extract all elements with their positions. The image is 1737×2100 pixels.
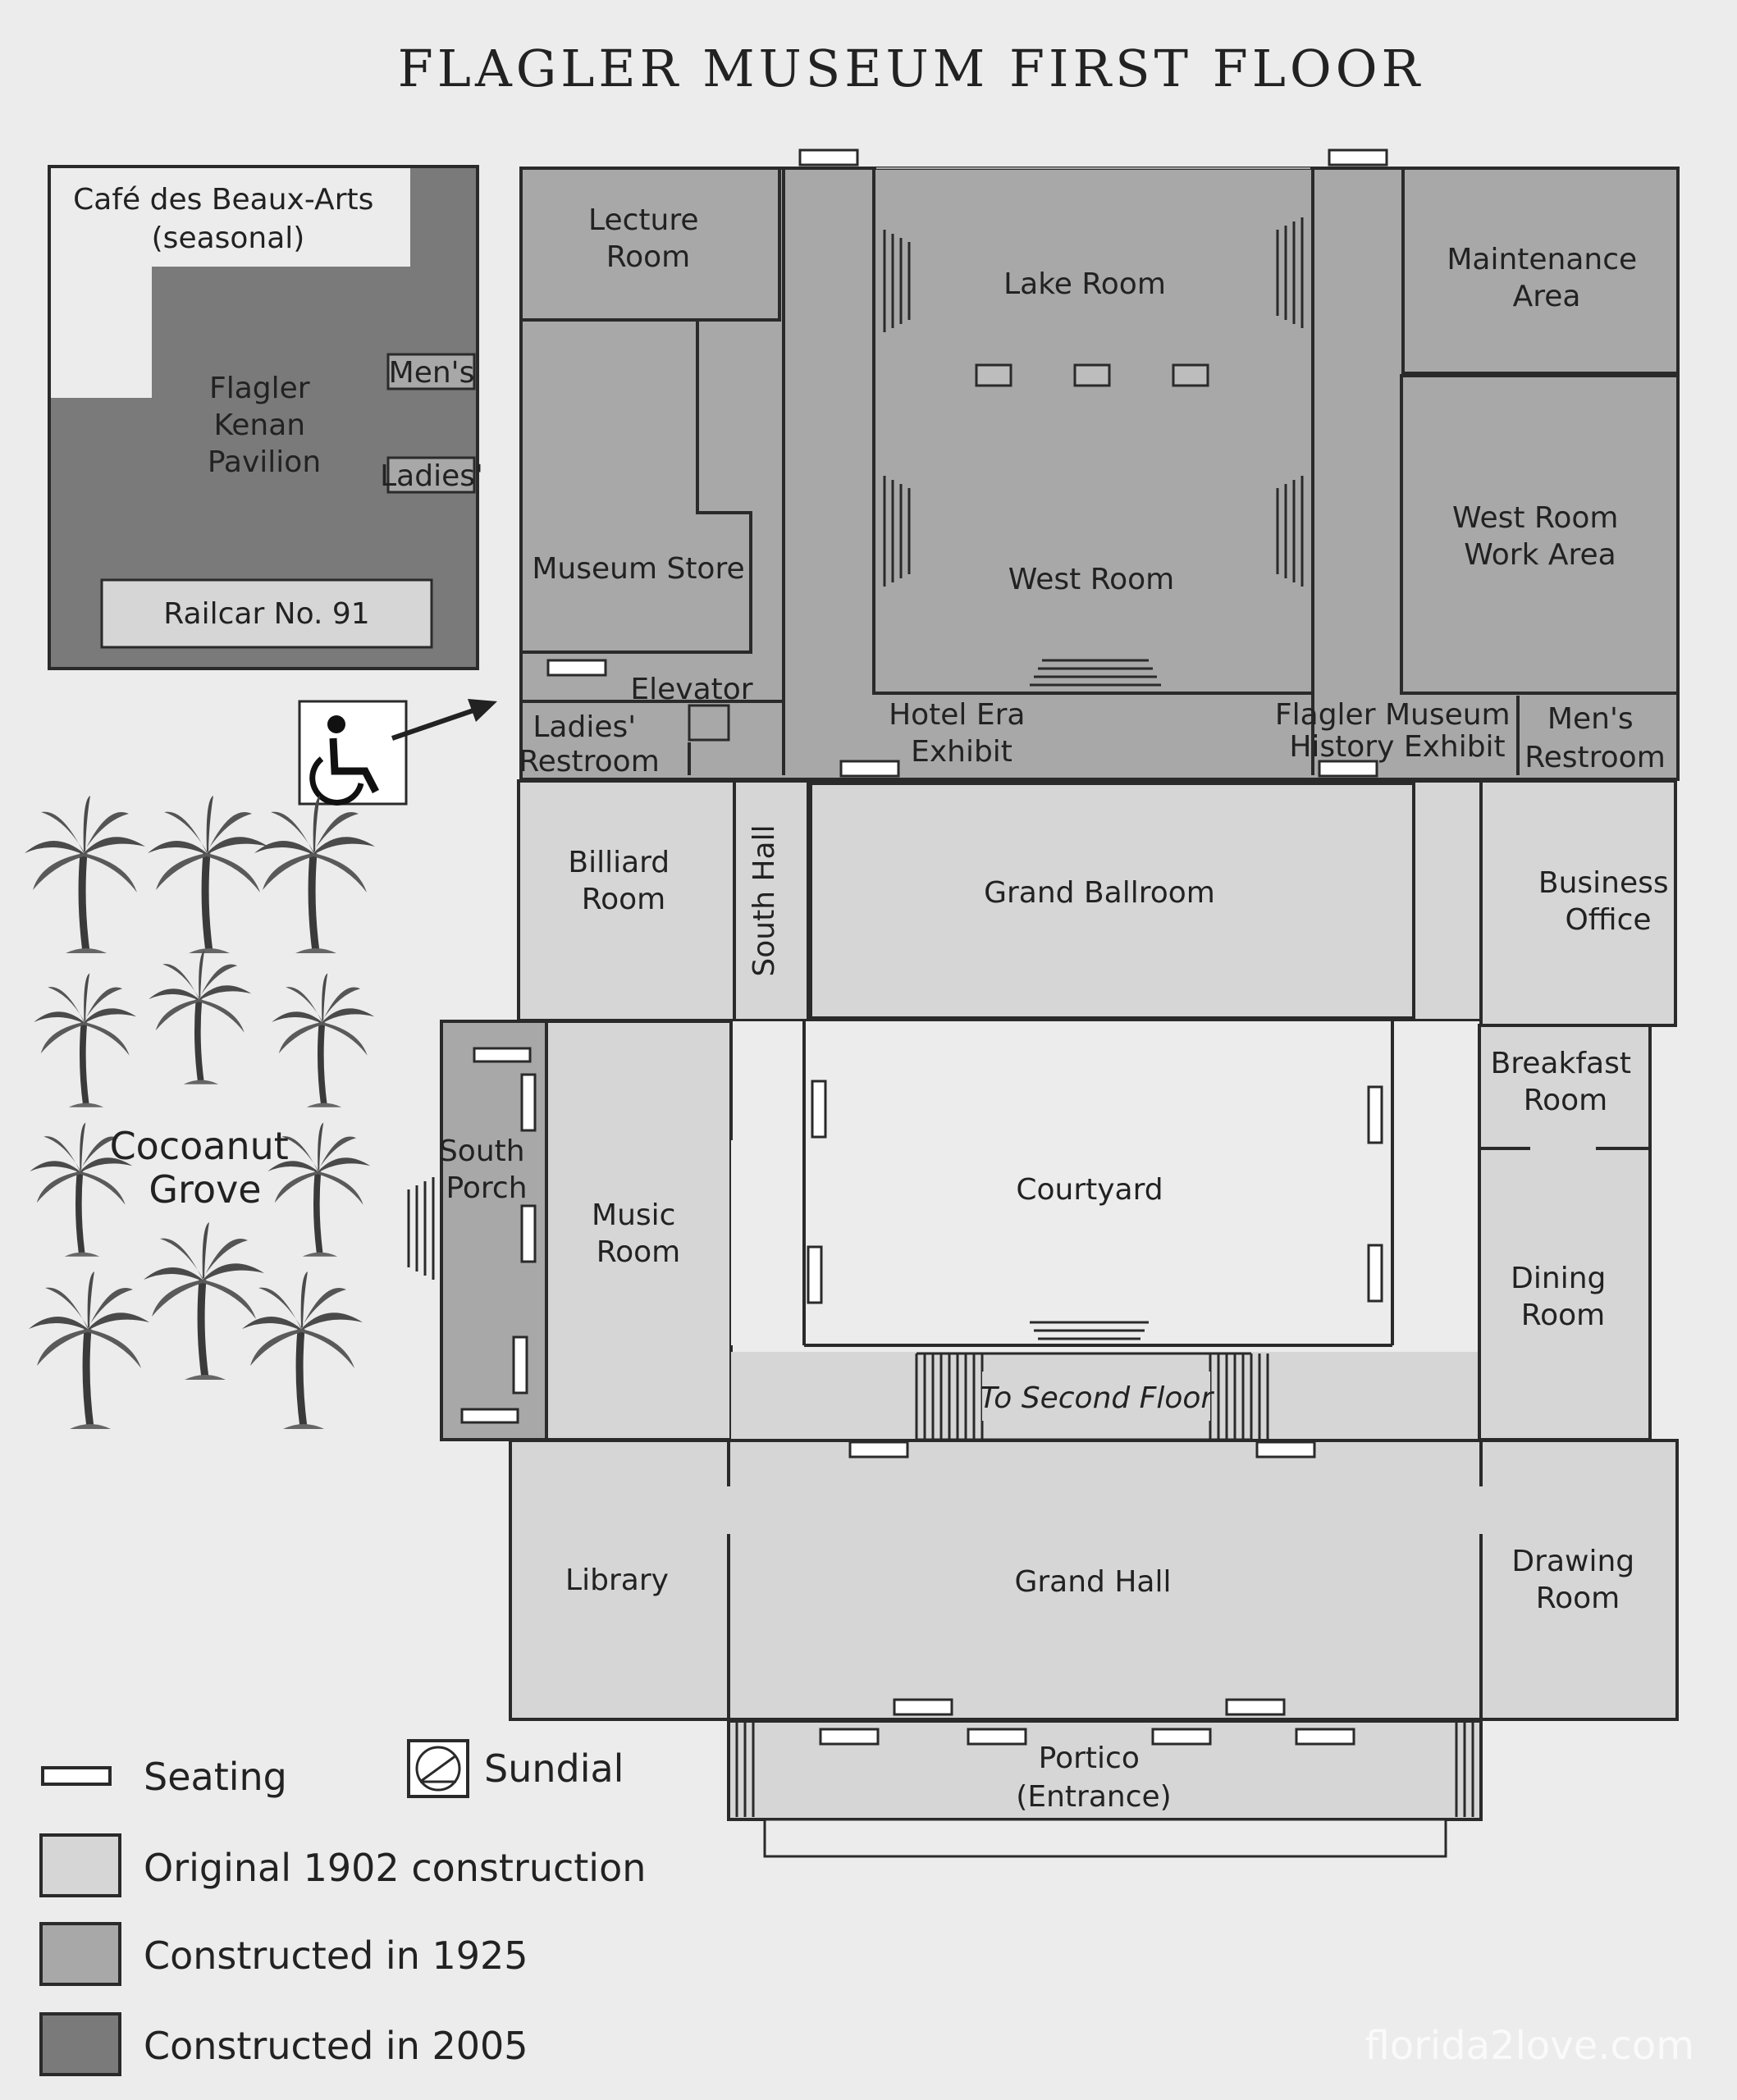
- stairs-to-second-floor-label: To Second Floor: [980, 1381, 1215, 1415]
- legend-1902-label: Original 1902 construction: [144, 1846, 646, 1890]
- palm-tree-icon: [148, 796, 268, 953]
- business-office-label: Business Office: [1538, 866, 1678, 937]
- palm-tree-icon: [29, 1271, 149, 1429]
- drawing-room-label: Drawing Room: [1511, 1545, 1643, 1615]
- dining-room-label: Dining Room: [1511, 1262, 1616, 1332]
- legend-1902-swatch: [39, 1833, 121, 1897]
- legend-2005-swatch: [39, 2012, 121, 2076]
- pavilion-block: Café des Beaux-Arts (seasonal) Flagler K…: [48, 165, 483, 670]
- palm-tree-icon: [242, 1271, 363, 1429]
- legend-1925-label: Constructed in 1925: [144, 1933, 528, 1978]
- railcar: [100, 578, 433, 649]
- elevator: [688, 704, 730, 742]
- legend-sundial-label: Sundial: [484, 1746, 624, 1791]
- legend-seating-label: Seating: [144, 1755, 287, 1799]
- west-room-label: West Room: [1008, 563, 1174, 596]
- courtyard-label: Courtyard: [1016, 1173, 1163, 1207]
- north-wing: Lecture Room Museum Store Lake Room West…: [519, 148, 1680, 781]
- pavilion-ladies-label: Ladies': [380, 459, 483, 493]
- mens-restroom-label: Men's Restroom: [1524, 702, 1666, 774]
- legend-1925-swatch: [39, 1922, 121, 1986]
- palm-tree-icon: [144, 1222, 264, 1380]
- pavilion-mens-label: Men's: [389, 356, 475, 390]
- accessible-entrance: [298, 699, 497, 806]
- legend-2005-label: Constructed in 2005: [144, 2024, 528, 2068]
- museum-store-label: Museum Store: [532, 552, 744, 586]
- lake-room-label: Lake Room: [1003, 267, 1166, 301]
- ladies-restroom-label: Ladies' Restroom: [519, 710, 660, 778]
- hotel-era-exhibit-label: Hotel Era Exhibit: [889, 698, 1035, 769]
- pavilion-ladies-room: [386, 456, 476, 494]
- grand-ballroom-label: Grand Ballroom: [984, 876, 1215, 910]
- lecture-room-label: Lecture Room: [588, 203, 708, 274]
- elevator-label: Elevator: [630, 673, 752, 706]
- portico: Portico (Entrance): [727, 1698, 1483, 1858]
- palm-tree-icon: [149, 951, 251, 1084]
- sundial-icon: [407, 1739, 469, 1798]
- pavilion-label: Flagler Kenan Pavilion: [208, 372, 321, 479]
- palm-tree-icon: [272, 974, 374, 1107]
- grand-hall-label: Grand Hall: [1014, 1565, 1171, 1599]
- breakfast-room-label: Breakfast Room: [1491, 1047, 1641, 1117]
- railcar-label: Railcar No. 91: [163, 597, 369, 631]
- west-room-work-area-label: West Room Work Area: [1452, 501, 1628, 572]
- history-exhibit-label: Flagler Museum History Exhibit: [1275, 698, 1520, 764]
- portico-label: Portico (Entrance): [1016, 1742, 1171, 1814]
- cafe-label: Café des Beaux-Arts (seasonal): [73, 183, 383, 255]
- music-room-label: Music Room: [592, 1198, 685, 1269]
- maintenance-area-label: Maintenance Area: [1447, 243, 1646, 313]
- palm-tree-icon: [25, 796, 145, 953]
- cocoanut-grove-label: Cocoanut Grove: [110, 1124, 301, 1212]
- page-title: FLAGLER MUSEUM FIRST FLOOR: [398, 39, 1424, 98]
- pavilion-mens-room: [386, 353, 476, 390]
- map-legend: Seating Sundial Original 1902 constructi…: [39, 1739, 646, 2076]
- wheelchair-icon: [298, 700, 408, 806]
- watermark: florida2love.com: [1364, 2023, 1694, 2069]
- billiard-room-label: Billiard Room: [568, 846, 679, 916]
- south-hall-label: South Hall: [747, 824, 781, 976]
- cafe-area: [51, 168, 410, 398]
- cocoanut-grove: Cocoanut Grove: [25, 796, 375, 1429]
- library-label: Library: [565, 1564, 669, 1597]
- legend-seating-swatch: [41, 1766, 112, 1786]
- accessible-arrow: [391, 707, 477, 741]
- main-mansion: Billiard Room South Hall Grand Ballroom …: [407, 779, 1679, 1721]
- palm-tree-icon: [254, 796, 375, 953]
- south-porch-label: South Porch: [439, 1134, 534, 1205]
- palm-tree-icon: [34, 974, 136, 1107]
